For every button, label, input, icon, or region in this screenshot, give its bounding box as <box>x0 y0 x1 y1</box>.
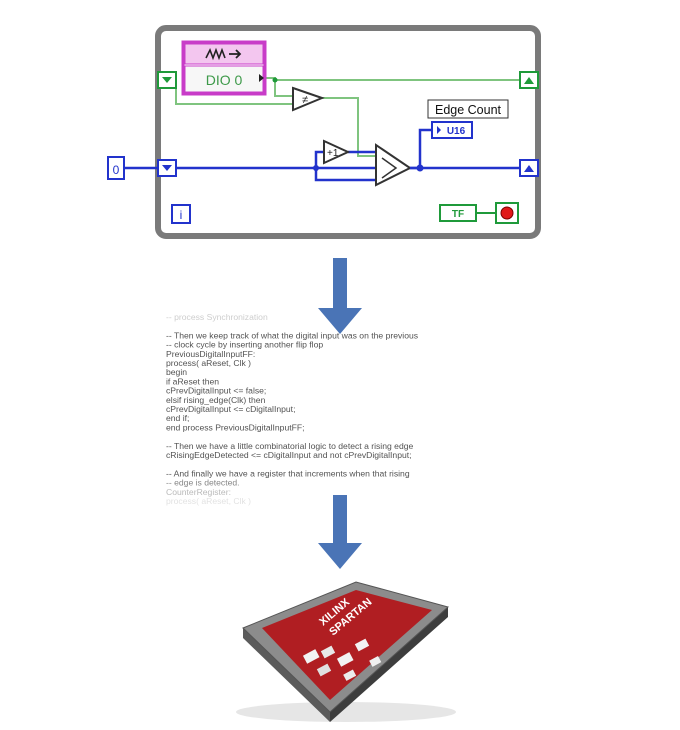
code-line: process( aReset, Clk ) <box>166 496 251 506</box>
vhdl-code-block: -- process Synchronization -- Then we kee… <box>166 312 418 506</box>
code-line: if aReset then <box>166 376 219 386</box>
edge-count-label: Edge Count <box>435 103 502 117</box>
code-line: PreviousDigitalInputFF: <box>166 349 255 359</box>
wire-junction <box>313 165 319 171</box>
constant-value: 0 <box>113 163 120 177</box>
increment-function: +1 <box>323 139 351 165</box>
code-line: elsif rising_edge(Clk) then <box>166 395 266 405</box>
dio-label: DIO 0 <box>206 72 243 88</box>
boolean-constant[interactable]: TF <box>439 204 477 222</box>
code-line: -- process Synchronization <box>166 312 268 322</box>
select-function <box>375 143 420 187</box>
boolean-wire-branch <box>274 80 293 97</box>
stop-icon <box>500 206 514 220</box>
integer-wire-indicator <box>418 128 432 168</box>
shift-register-left-boolean <box>157 71 177 89</box>
svg-text:+1: +1 <box>327 148 339 159</box>
stop-terminal <box>495 202 519 224</box>
code-line: process( aReset, Clk ) <box>166 358 251 368</box>
code-line: cPrevDigitalInput <= cDigitalInput; <box>166 404 295 414</box>
boolean-wire-not <box>322 97 376 157</box>
shift-register-right-integer <box>519 159 539 177</box>
arrow-down-icon <box>318 495 362 569</box>
waveform-icon <box>205 47 226 61</box>
integer-wire-select-false <box>314 168 376 182</box>
indicator-type: U16 <box>447 126 466 137</box>
iteration-terminal: i <box>171 204 191 224</box>
boolean-constant-label: TF <box>452 209 464 220</box>
code-line: -- And finally we have a register that i… <box>166 468 410 478</box>
code-line: cPrevDigitalInput <= false; <box>166 386 266 396</box>
code-line: CounterRegister: <box>166 487 231 497</box>
code-line: end process PreviousDigitalInputFF; <box>166 422 305 432</box>
shift-register-left-integer <box>157 159 177 177</box>
output-terminal-icon <box>259 74 264 82</box>
compare-function: ≠ <box>292 86 325 112</box>
shift-register-right-boolean <box>519 71 539 89</box>
numeric-constant[interactable]: 0 <box>107 156 125 180</box>
edge-count-label-box <box>427 99 509 119</box>
fpga-chip: XILINX SPARTAN <box>236 581 456 722</box>
code-line: -- edge is detected. <box>166 478 240 488</box>
dio-node[interactable]: DIO 0 <box>181 40 267 96</box>
boolean-wire-feedback <box>175 86 293 105</box>
code-line: -- Then we keep track of what the digita… <box>166 330 418 340</box>
code-line: end if; <box>166 413 189 423</box>
code-line: -- Then we have a little combinatorial l… <box>166 441 414 451</box>
wire-junction <box>272 77 278 83</box>
iteration-label: i <box>180 208 183 222</box>
block-diagram: DIO 0 0 ≠ <box>107 25 541 239</box>
arrow-right-icon <box>229 49 242 59</box>
svg-text:≠: ≠ <box>302 94 308 106</box>
integer-wire-increment <box>314 150 324 168</box>
code-line: cRisingEdgeDetected <= cDigitalInput and… <box>166 450 412 460</box>
arrow-down-icon <box>318 258 362 334</box>
edge-count-indicator[interactable]: U16 <box>431 121 473 139</box>
chip-logic-blocks <box>302 638 382 681</box>
code-line: begin <box>166 367 187 377</box>
code-line: -- clock cycle by inserting another flip… <box>166 340 323 350</box>
